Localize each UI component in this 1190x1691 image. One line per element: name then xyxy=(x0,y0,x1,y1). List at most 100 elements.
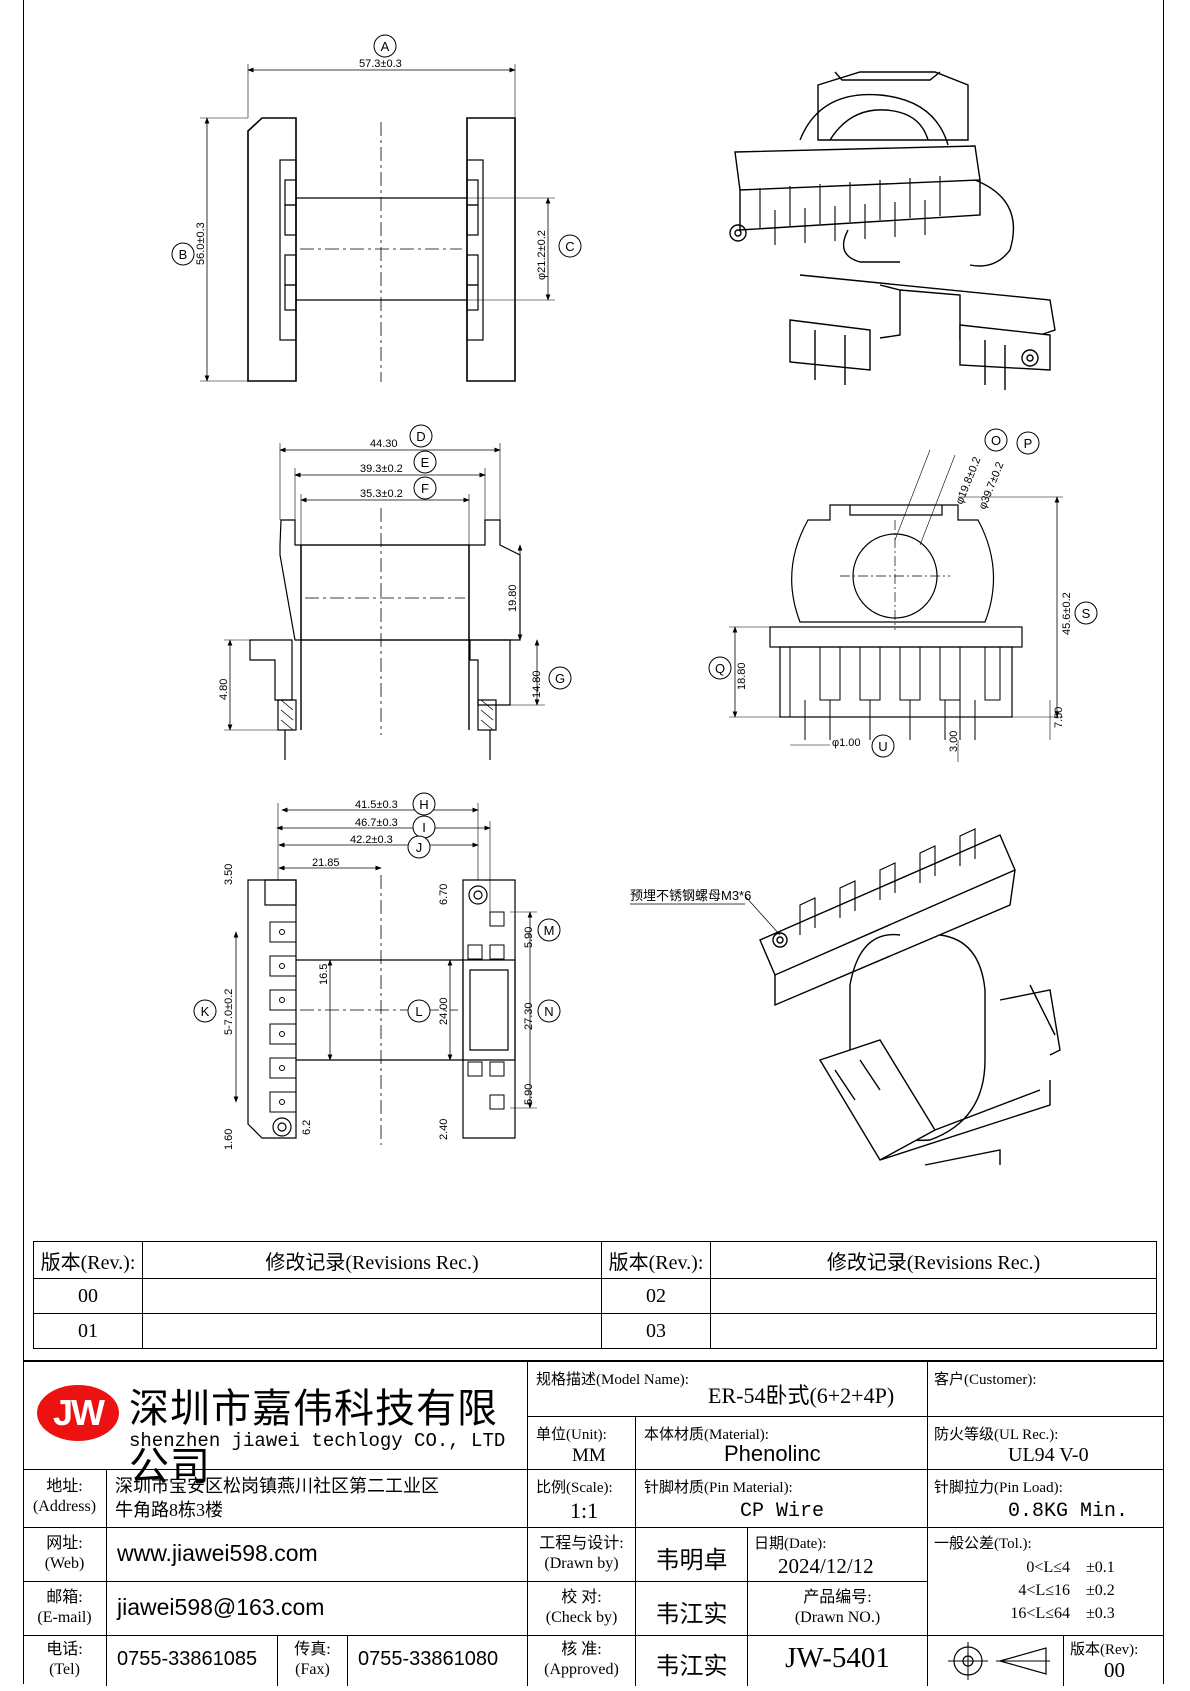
callout-h: H xyxy=(412,792,436,816)
dim-l-text: 24.00 xyxy=(438,997,450,1025)
callout-e: E xyxy=(413,450,437,474)
svg-text:L: L xyxy=(415,1004,422,1019)
email-label-en: (E-mail) xyxy=(37,1609,92,1626)
callout-g: G xyxy=(548,666,572,690)
nut-note-text: 预埋不锈钢螺母M3*6 xyxy=(630,888,751,903)
svg-text:C: C xyxy=(565,239,574,254)
dim-f-text: 35.3±0.2 xyxy=(360,488,403,500)
dim-c-text: φ21.2±0.2 xyxy=(536,230,548,280)
rev-cell: 00 xyxy=(33,1278,143,1314)
fax-label-en: (Fax) xyxy=(295,1661,330,1678)
date-cell: 日期(Date): 2024/12/12 xyxy=(748,1528,928,1582)
drawn-label: 工程与设计: xyxy=(539,1535,624,1552)
dim-bottom-d7-text: 5.90 xyxy=(523,1084,535,1105)
bottom-view xyxy=(233,803,537,1145)
callout-u: U xyxy=(871,734,895,758)
svg-text:A: A xyxy=(381,39,390,54)
rec-cell xyxy=(710,1313,1157,1349)
callout-d: D xyxy=(409,424,433,448)
svg-text:K: K xyxy=(201,1004,210,1019)
unit-label: 单位(Unit): xyxy=(536,1427,607,1443)
callout-q: Q xyxy=(708,656,732,680)
pin-material-cell: 针脚材质(Pin Material): CP Wire xyxy=(636,1470,928,1528)
drawn-no-label-cell: 产品编号: (Drawn NO.) xyxy=(748,1582,928,1636)
rev-cell: 01 xyxy=(33,1313,143,1349)
svg-text:D: D xyxy=(416,429,425,444)
dim-n-text: 27.30 xyxy=(523,1002,535,1030)
dim-bottom-d2-text: 3.50 xyxy=(223,864,235,885)
address-line2: 牛角路8栋3楼 xyxy=(115,1500,223,1520)
dim-k-text: 5-7.0±0.2 xyxy=(223,989,235,1035)
address-label-en: (Address) xyxy=(32,1498,97,1515)
email-value[interactable]: jiawei598@163.com xyxy=(107,1582,528,1636)
ul-value: UL94 V-0 xyxy=(1008,1444,1089,1466)
pin-load-cell: 针脚拉力(Pin Load): 0.8KG Min. xyxy=(928,1470,1164,1528)
address-value-cell: 深圳市宝安区松岗镇燕川社区第二工业区 牛角路8栋3楼 xyxy=(107,1470,528,1528)
web-value[interactable]: www.jiawei598.com xyxy=(107,1528,528,1582)
callout-i: I xyxy=(412,815,436,839)
callout-k: K xyxy=(193,999,217,1023)
callout-m: M xyxy=(537,918,561,942)
fax-label-cell: 传真: (Fax) xyxy=(278,1636,348,1686)
company-name-cn: 深圳市嘉伟科技有限公司 xyxy=(129,1386,498,1489)
dim-j-text: 42.2±0.3 xyxy=(350,834,393,846)
dim-u-text: φ1.00 xyxy=(832,737,861,749)
dim-bottom-d8-text: 2.40 xyxy=(438,1119,450,1140)
material-value: Phenolinc xyxy=(724,1441,821,1466)
svg-text:M: M xyxy=(544,923,555,938)
drawn-value: 韦明卓 xyxy=(636,1528,748,1582)
svg-text:F: F xyxy=(421,481,429,496)
svg-text:U: U xyxy=(878,739,887,754)
drawn-label-cell: 工程与设计: (Drawn by) xyxy=(528,1528,636,1582)
rec-header-right: 修改记录(Revisions Rec.) xyxy=(710,1241,1157,1279)
dim-b-text: 56.0±0.3 xyxy=(195,222,207,265)
dim-bottom-d4-text: 1.60 xyxy=(223,1129,235,1150)
dim-a-text: 57.3±0.3 xyxy=(359,58,402,70)
material-cell: 本体材质(Material): Phenolinc xyxy=(636,1417,928,1470)
unit-cell: 单位(Unit): MM xyxy=(528,1417,636,1470)
scale-cell: 比例(Scale): 1:1 xyxy=(528,1470,636,1528)
fax-value: 0755-33861080 xyxy=(348,1636,528,1686)
company-logo: JW xyxy=(37,1385,119,1441)
model-value: ER-54卧式(6+2+4P) xyxy=(708,1383,895,1408)
web-label-en: (Web) xyxy=(44,1555,85,1572)
drawing-frame xyxy=(23,0,1164,1684)
dim-i-text: 46.7±0.3 xyxy=(355,817,398,829)
company-box: JW 深圳市嘉伟科技有限公司 shenzhen jiawei techlogy … xyxy=(23,1362,528,1489)
check-label-en: (Check by) xyxy=(545,1609,618,1626)
tolerance-label: 一般公差(Tol.): xyxy=(934,1536,1032,1552)
drawn-no-label: 产品编号: xyxy=(803,1589,872,1606)
callout-n: N xyxy=(537,999,561,1023)
fax-label: 传真: xyxy=(294,1641,331,1658)
material-label: 本体材质(Material): xyxy=(644,1427,769,1443)
dim-bottom-d6-text: 6.70 xyxy=(438,884,450,905)
check-value: 韦江实 xyxy=(636,1582,748,1636)
callout-c: C xyxy=(558,234,582,258)
callout-b: B xyxy=(171,242,195,266)
callout-p: P xyxy=(1016,431,1040,455)
rev-cell: 02 xyxy=(601,1278,711,1314)
callout-l: L xyxy=(407,999,431,1023)
dim-bottom-d1-text: 21.85 xyxy=(312,857,340,869)
dim-h-text: 41.5±0.3 xyxy=(355,799,398,811)
address-line1: 深圳市宝安区松岗镇燕川社区第二工业区 xyxy=(115,1476,439,1496)
address-label: 地址: xyxy=(46,1478,83,1495)
dim-front-h2-text: 4.80 xyxy=(218,679,230,700)
front-view xyxy=(224,443,545,760)
dim-m-text: 5.90 xyxy=(523,927,535,948)
web-label-cell: 网址: (Web) xyxy=(23,1528,107,1582)
title-block: JW 深圳市嘉伟科技有限公司 shenzhen jiawei techlogy … xyxy=(23,1360,1164,1686)
svg-text:E: E xyxy=(421,455,430,470)
dim-p-text: φ39.7±0.2 xyxy=(977,460,1007,511)
email-label-cell: 邮箱: (E-mail) xyxy=(23,1582,107,1636)
svg-text:S: S xyxy=(1082,606,1091,621)
first-angle-projection-icon xyxy=(948,1642,1050,1680)
svg-text:N: N xyxy=(544,1004,553,1019)
rev-cell: 03 xyxy=(601,1313,711,1349)
pin-load-label: 针脚拉力(Pin Load): xyxy=(934,1480,1063,1496)
ul-label: 防火等级(UL Rec.): xyxy=(934,1427,1059,1443)
drawing-area: 57.3±0.3 56.0±0.3 φ21.2±0.2 44.30 39.3±0… xyxy=(171,34,1098,1166)
dim-g-text: 14.80 xyxy=(531,670,543,698)
dim-q-text: 18.80 xyxy=(736,662,748,690)
iso-view-bottom xyxy=(759,828,1061,1166)
